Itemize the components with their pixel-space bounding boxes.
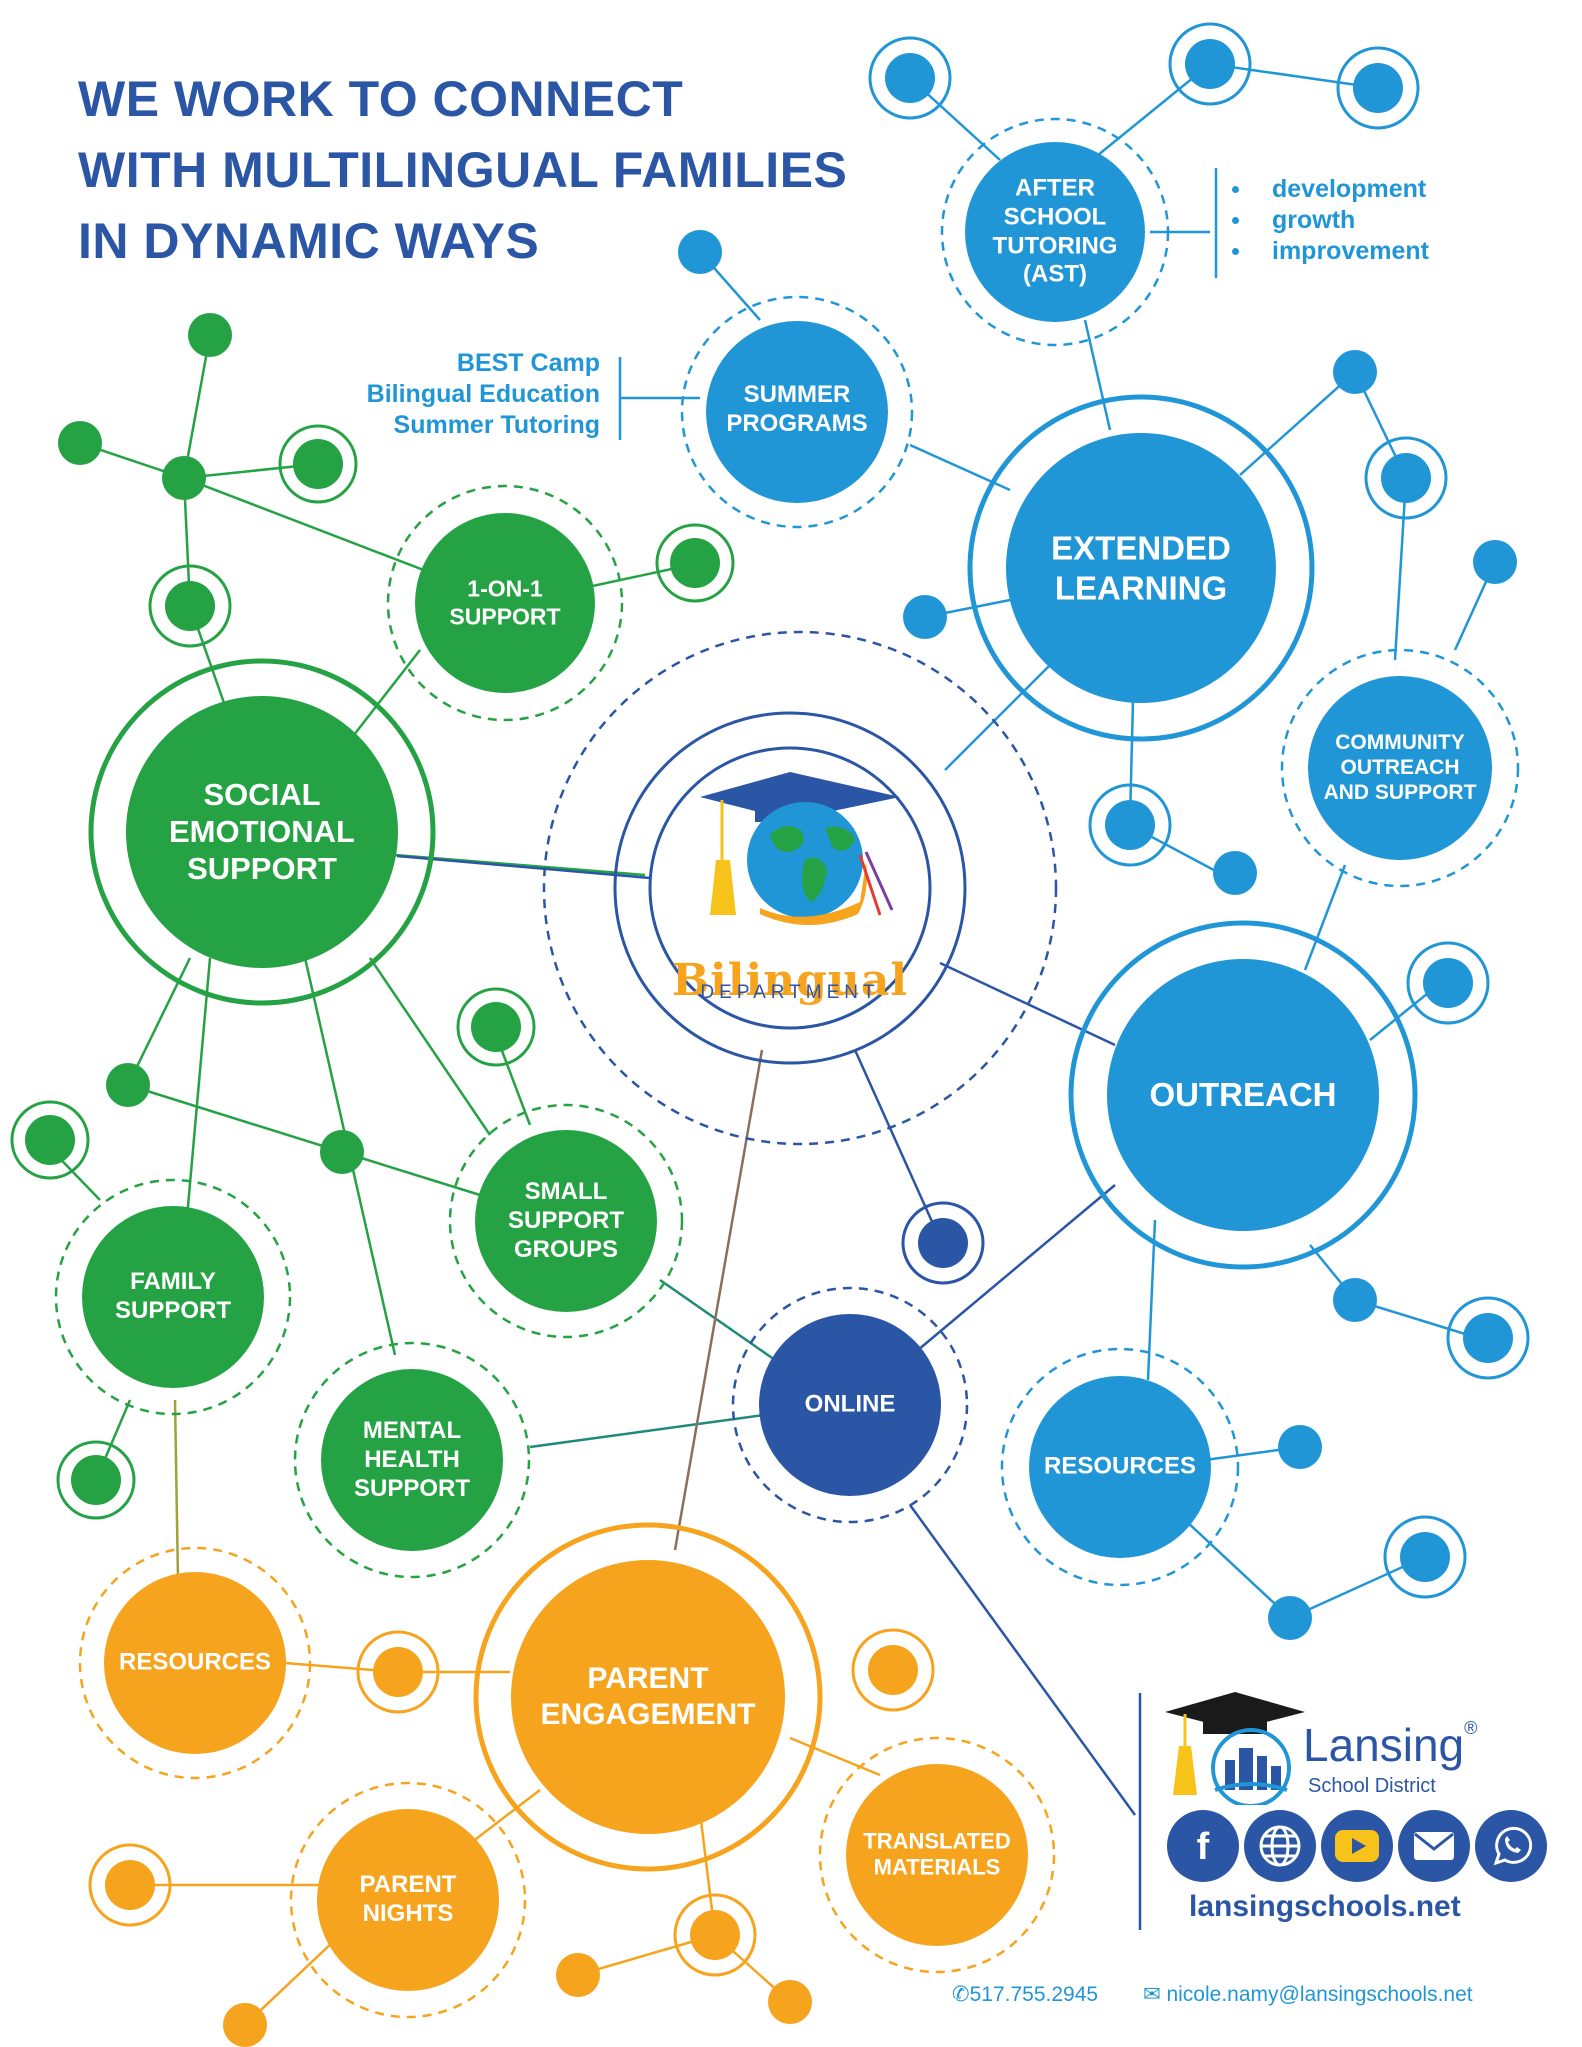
email-text: nicole.namy@lansingschools.net [1166, 1983, 1473, 2006]
node-community-outreach: COMMUNITY OUTREACH AND SUPPORT [1323, 731, 1477, 805]
youtube-icon[interactable] [1321, 1810, 1393, 1882]
node-after-school-tutoring: AFTER SCHOOL TUTORING (AST) [992, 174, 1118, 288]
district-name: Lansing® [1303, 1718, 1477, 1772]
node-mental-health-support: MENTAL HEALTH SUPPORT [353, 1416, 471, 1502]
summer-list: BEST Camp Bilingual Education Summer Tut… [330, 348, 600, 441]
bilingual-department-logo [700, 772, 900, 925]
summer-list-item: Bilingual Education [366, 380, 600, 408]
node-one-on-one-support: 1-ON-1 SUPPORT [449, 575, 561, 629]
node-outreach: OUTREACH [1149, 1076, 1337, 1114]
district-subtitle: School District [1308, 1775, 1436, 1797]
node-parent-nights: PARENT NIGHTS [359, 1871, 457, 1927]
node-small-support-groups: SMALL SUPPORT GROUPS [507, 1177, 625, 1263]
globe-icon[interactable] [1244, 1810, 1316, 1882]
node-resources-outreach: RESOURCES [1043, 1452, 1197, 1480]
summer-list-item: Summer Tutoring [393, 411, 600, 439]
registered-mark: ® [1464, 1718, 1478, 1738]
node-parent-engagement: PARENT ENGAGEMENT [540, 1662, 756, 1731]
department-wordmark: DEPARTMENT [700, 982, 880, 1003]
phone-text: 517.755.2945 [969, 1983, 1099, 2006]
ast-list-item: growth [1228, 205, 1429, 236]
ast-list-item: development [1228, 174, 1429, 205]
summer-list-item: BEST Camp [456, 349, 600, 377]
contact-phone[interactable]: ✆517.755.2945 [952, 1982, 1098, 2007]
page-headline: WE WORK TO CONNECT WITH MULTILINGUAL FAM… [78, 64, 847, 277]
blue-nodes [618, 22, 1530, 1640]
contact-email[interactable]: ✉ nicole.namy@lansingschools.net [1143, 1982, 1473, 2007]
node-translated-materials: TRANSLATED MATERIALS [863, 1828, 1011, 1880]
headline-line-3: IN DYNAMIC WAYS [78, 213, 540, 269]
envelope-icon: ✉ [1143, 1983, 1161, 2006]
headline-line-1: WE WORK TO CONNECT [78, 71, 684, 127]
svg-text:f: f [1197, 1826, 1210, 1866]
green-nodes [10, 313, 735, 1579]
node-summer-programs: SUMMER PROGRAMS [726, 381, 868, 437]
orange-nodes [78, 1522, 1056, 2047]
headline-line-2: WITH MULTILINGUAL FAMILIES [78, 142, 848, 198]
node-family-support: FAMILY SUPPORT [114, 1268, 232, 1324]
bilingual-wordmark: Bilingual [671, 955, 909, 1006]
center-nodes [542, 630, 1058, 1524]
district-logo-block: Lansing® School District f lansingschool… [1133, 1690, 1547, 1930]
district-logo-icon [1165, 1692, 1305, 1805]
phone-icon: ✆ [952, 1983, 970, 2006]
whatsapp-icon[interactable] [1475, 1810, 1547, 1882]
ast-list-item: improvement [1228, 236, 1429, 267]
node-extended-learning: EXTENDED LEARNING [1051, 529, 1231, 606]
district-name-text: Lansing [1303, 1719, 1465, 1771]
ast-list: development growth improvement [1228, 174, 1429, 267]
mail-icon[interactable] [1398, 1810, 1470, 1882]
node-social-emotional-support: SOCIAL EMOTIONAL SUPPORT [169, 777, 355, 887]
facebook-icon[interactable]: f [1167, 1810, 1239, 1882]
node-online: ONLINE [804, 1390, 896, 1418]
district-website[interactable]: lansingschools.net [1189, 1890, 1461, 1923]
node-resources-parent: RESOURCES [118, 1648, 272, 1676]
